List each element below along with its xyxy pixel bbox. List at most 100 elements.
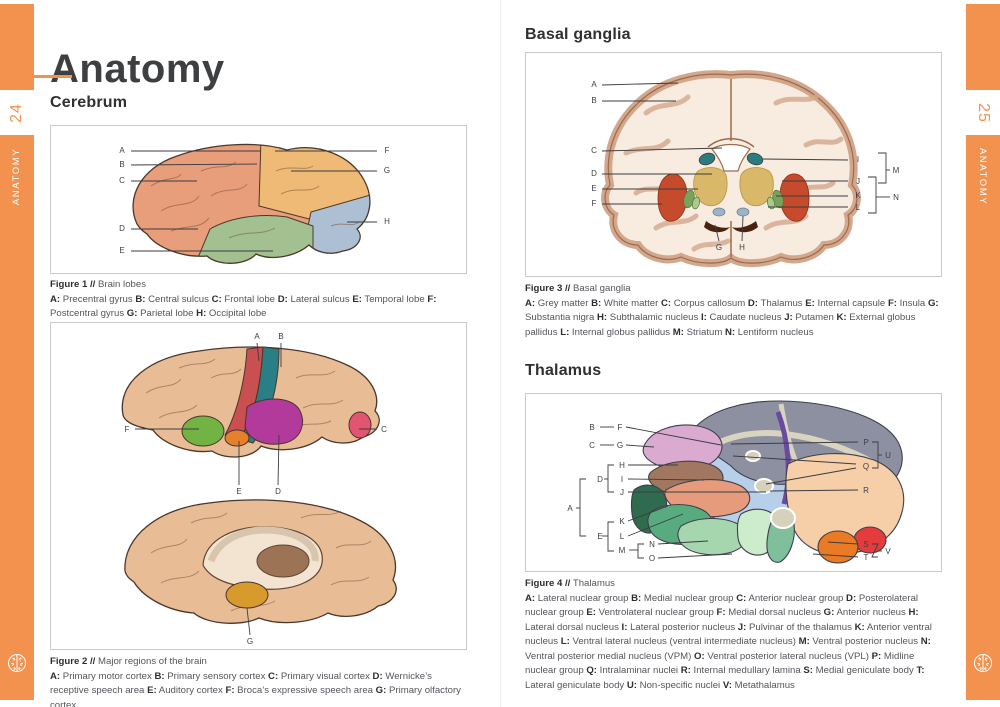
svg-text:A: A	[567, 504, 573, 513]
svg-text:M: M	[893, 166, 900, 175]
corpus-callosum-arc	[707, 138, 755, 148]
svg-text:N: N	[893, 193, 899, 202]
corpus-callosum-band	[207, 526, 319, 563]
figure4-caption: Figure 4 // Thalamus A: Lateral nuclear …	[525, 577, 941, 693]
figure3-legend: A: Grey matter B: White matter C: Corpus…	[525, 297, 939, 338]
svg-text:H: H	[619, 461, 625, 470]
svg-text:E: E	[119, 246, 124, 255]
svg-text:Q: Q	[863, 462, 869, 471]
section-heading-cerebrum: Cerebrum	[50, 94, 128, 111]
thalamus-right	[739, 167, 774, 207]
svg-text:A: A	[591, 80, 597, 89]
putamen-left	[657, 173, 688, 222]
svg-text:J: J	[620, 488, 624, 497]
svg-text:F: F	[592, 199, 597, 208]
svg-text:D: D	[597, 475, 603, 484]
section-heading-basal-ganglia: Basal ganglia	[525, 26, 631, 43]
svg-text:C: C	[119, 176, 125, 185]
section-heading-thalamus: Thalamus	[525, 362, 602, 379]
svg-text:G: G	[617, 441, 623, 450]
subthalamic-nucleus-left	[712, 207, 726, 217]
svg-text:L: L	[620, 532, 625, 541]
svg-text:H: H	[739, 243, 745, 252]
putamen-right	[779, 173, 810, 222]
globus-pallidus-internal-right	[766, 196, 776, 210]
ventral-posterior-nucleus-shape	[677, 518, 748, 556]
figure1-caption: Figure 1 // Brain lobes A: Precentral gy…	[50, 278, 466, 322]
olfactory-cortex-shape	[225, 581, 269, 609]
right-spine-label: ANATOMY	[977, 147, 989, 205]
svg-text:G: G	[384, 166, 390, 175]
svg-text:G: G	[247, 637, 253, 646]
svg-text:K: K	[855, 191, 861, 200]
thalamus-left	[693, 167, 728, 207]
svg-text:E: E	[591, 184, 596, 193]
svg-text:C: C	[589, 441, 595, 450]
brain-outline	[132, 143, 371, 264]
lateral-ventricles-shape	[711, 143, 751, 172]
svg-text:B: B	[589, 423, 594, 432]
svg-text:C: C	[381, 425, 387, 434]
figure4-legend: A: Lateral nuclear group B: Medial nucle…	[525, 592, 932, 691]
svg-text:A: A	[254, 332, 260, 341]
brain-icon	[973, 653, 993, 673]
svg-text:C: C	[591, 146, 597, 155]
svg-text:J: J	[856, 177, 860, 186]
svg-text:F: F	[618, 423, 623, 432]
svg-text:F: F	[125, 425, 130, 434]
svg-text:K: K	[619, 517, 625, 526]
medial-geniculate-body-shape	[853, 526, 887, 554]
auditory-cortex-shape	[224, 429, 250, 447]
svg-text:N: N	[649, 540, 655, 549]
caudate-nucleus-right	[746, 152, 764, 166]
svg-text:T: T	[864, 553, 869, 562]
svg-text:I: I	[857, 155, 859, 164]
substantia-nigra-right	[732, 221, 758, 233]
svg-text:B: B	[278, 332, 283, 341]
svg-text:S: S	[863, 540, 868, 549]
primary-sensory-cortex-shape	[238, 346, 280, 444]
subthalamic-nucleus-right	[736, 207, 750, 217]
inner-brain-detail	[256, 544, 310, 578]
svg-text:O: O	[649, 554, 655, 563]
svg-text:B: B	[119, 160, 124, 169]
svg-text:E: E	[236, 487, 241, 496]
svg-text:P: P	[863, 438, 868, 447]
intralaminar-nuclei-shapes	[745, 450, 796, 529]
svg-text:D: D	[119, 224, 125, 233]
broca-area-shape	[181, 415, 225, 447]
substantia-nigra-left	[704, 221, 730, 233]
right-accent-block	[966, 4, 1000, 90]
svg-text:M: M	[619, 546, 626, 555]
svg-text:U: U	[885, 451, 891, 460]
brain-icon	[7, 653, 27, 673]
svg-text:A: A	[119, 146, 125, 155]
title-underline	[34, 75, 72, 78]
svg-text:I: I	[621, 475, 623, 484]
svg-text:L: L	[856, 203, 861, 212]
page-number-left: 24	[7, 103, 25, 123]
page-seam	[500, 0, 501, 707]
figure1-legend: A: Precentral gyrus B: Central sulcus C:…	[50, 293, 437, 320]
lateral-geniculate-body-shape	[817, 530, 859, 564]
svg-text:H: H	[384, 217, 390, 226]
left-spine-label: ANATOMY	[11, 147, 23, 205]
figure3-caption: Figure 3 // Basal ganglia A: Grey matter…	[525, 282, 941, 340]
figure2-caption: Figure 2 // Major regions of the brain A…	[50, 655, 466, 707]
wernicke-area-shape	[244, 398, 303, 445]
globus-pallidus-internal-left	[691, 196, 701, 210]
page-title: Anatomy	[50, 46, 225, 91]
coronal-outline	[604, 73, 858, 264]
